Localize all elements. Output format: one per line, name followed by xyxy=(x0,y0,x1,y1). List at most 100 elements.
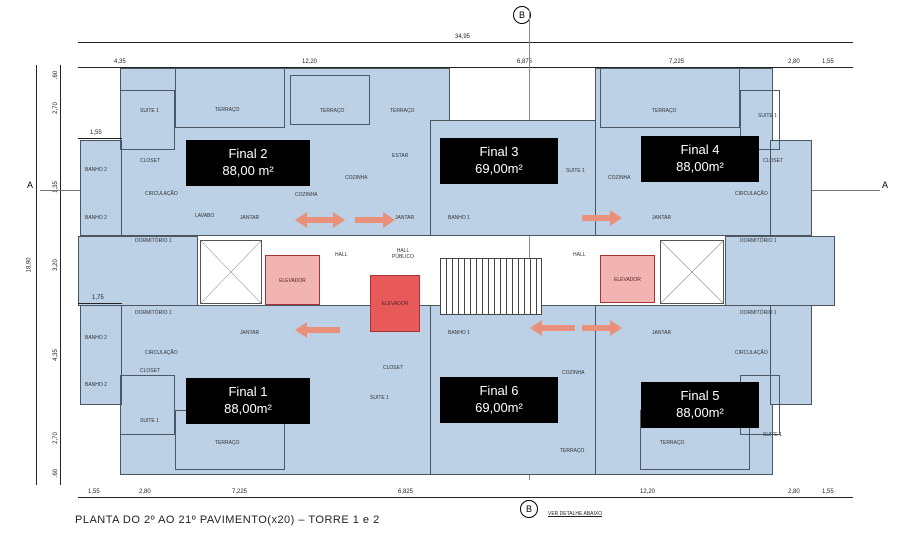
dim-left-6: .60 xyxy=(53,468,60,478)
section-marker-b-bottom: B xyxy=(520,500,538,518)
unit-name: Final 2 xyxy=(228,146,268,161)
label-suite: SUITE 1 xyxy=(370,395,389,401)
plan-caption: PLANTA DO 2º AO 21º PAVIMENTO(x20) – TOR… xyxy=(75,514,380,526)
arrow-right-icon xyxy=(355,212,395,228)
label-banho2: BANHO 2 xyxy=(85,215,107,221)
section-marker-a-left: A xyxy=(20,180,40,194)
label-cozinha: COZINHA xyxy=(345,175,368,181)
dim-top-4: 2,80 xyxy=(788,59,800,65)
dim-left-0: .60 xyxy=(53,70,60,80)
label-cozinha: COZINHA xyxy=(295,192,318,198)
label-cozinha: COZINHA xyxy=(608,175,631,181)
label-banho1: BANHO 1 xyxy=(448,215,470,221)
label-suite: SUITE 1 xyxy=(566,168,585,174)
label-jantar: JANTAR xyxy=(240,330,260,336)
label-hall: HALL xyxy=(335,252,348,258)
staircase xyxy=(440,258,542,315)
elevator-center: ELEVADOR xyxy=(370,275,420,332)
dim-left-wing-top: 1,55 xyxy=(90,130,102,136)
label-banho2: BANHO 2 xyxy=(85,382,107,388)
label-jantar: JANTAR xyxy=(240,215,260,221)
label-lavabo: LAVABO xyxy=(195,213,215,219)
section-a-label: A xyxy=(881,180,888,190)
dim-left-4: 4,35 xyxy=(52,349,59,361)
dimension-line-top xyxy=(78,67,853,68)
label-jantar: JANTAR xyxy=(652,330,672,336)
detail-note: VER DETALHE ABAIXO xyxy=(548,511,603,517)
dim-top-5: 1,55 xyxy=(822,59,834,65)
label-terraco: TERRAÇO xyxy=(215,440,240,446)
elevator-label: ELEVADOR xyxy=(279,277,306,284)
dim-bottom-1: 2,80 xyxy=(139,489,151,495)
room-terraco-2 xyxy=(175,68,285,128)
label-closet: CLOSET xyxy=(763,158,784,164)
wing-right-top xyxy=(770,140,812,236)
label-circulacao: CIRCULAÇÃO xyxy=(145,191,178,197)
room-terraco-4 xyxy=(600,68,740,128)
dimension-line-total xyxy=(78,42,853,43)
label-suite: SUITE 1 xyxy=(758,113,777,119)
label-circulacao: CIRCULAÇÃO xyxy=(735,350,768,356)
dimension-line-bottom xyxy=(78,497,853,498)
label-hall-publico: HALL PÚBLICO xyxy=(392,248,414,260)
elevator-left: ELEVADOR xyxy=(265,255,320,305)
dim-left-1: 2,70 xyxy=(52,102,59,114)
dim-top-total: 34,95 xyxy=(455,34,471,40)
label-dormitorio: DORMITÓRIO 1 xyxy=(740,310,777,316)
label-banho2: BANHO 2 xyxy=(85,335,107,341)
unit-name: Final 5 xyxy=(680,388,720,403)
unit-area: 88,00 m² xyxy=(222,163,274,178)
dormitory-right xyxy=(725,236,835,306)
label-jantar: JANTAR xyxy=(395,215,415,221)
room-suite-1 xyxy=(120,375,175,435)
label-suite: SUITE 1 xyxy=(140,108,159,114)
dim-top-1: 12,20 xyxy=(302,59,318,65)
dim-bottom-3: 6,825 xyxy=(398,489,414,495)
arrow-left-icon xyxy=(530,320,575,336)
section-a-label: A xyxy=(26,180,33,190)
dim-top-0: 4,35 xyxy=(114,59,126,65)
arrow-right-icon xyxy=(582,320,622,336)
label-cozinha: COZINHA xyxy=(562,370,585,376)
label-banho2: BANHO 2 xyxy=(85,167,107,173)
dim-left-total: 18,90 xyxy=(26,257,33,273)
room-suite-4 xyxy=(740,90,780,150)
label-terraco: TERRAÇO xyxy=(660,440,685,446)
section-b-label: B xyxy=(525,504,532,514)
double-arrow-icon xyxy=(295,212,345,228)
wing-right-bottom xyxy=(770,305,812,405)
dim-bottom-0: 1,55 xyxy=(88,489,100,495)
label-dormitorio: DORMITÓRIO 1 xyxy=(135,310,172,316)
unit-area: 69,00m² xyxy=(475,161,523,176)
label-dormitorio: DORMITÓRIO 1 xyxy=(740,238,777,244)
label-jantar: JANTAR xyxy=(652,215,672,221)
room-suite-2 xyxy=(120,90,175,150)
arrow-right-icon xyxy=(582,210,622,226)
elevator-label: ELEVADOR xyxy=(614,276,641,283)
unit-area: 88,00m² xyxy=(224,401,272,416)
label-terraco: TERRAÇO xyxy=(215,107,240,113)
dim-top-3: 7,225 xyxy=(669,59,685,65)
section-marker-a-right: A xyxy=(875,180,895,194)
unit-area: 88,00m² xyxy=(676,405,724,420)
section-marker-b-top: B xyxy=(513,6,531,24)
label-suite: SUITE 1 xyxy=(763,432,782,438)
unit-label-final-2: Final 2 88,00 m² xyxy=(186,140,310,186)
dimension-line-left-total xyxy=(36,65,37,485)
dim-left-wing-bottom: 1,75 xyxy=(92,295,104,301)
label-closet: CLOSET xyxy=(140,158,161,164)
label-closet: CLOSET xyxy=(383,365,404,371)
dim-left-2: 1,35 xyxy=(52,181,59,193)
label-terraco: TERRAÇO xyxy=(390,108,415,114)
wing-left-bottom xyxy=(80,305,122,405)
label-suite: SUITE 1 xyxy=(140,418,159,424)
unit-area: 88,00m² xyxy=(676,159,724,174)
unit-area: 69,00m² xyxy=(475,400,523,415)
label-banho1: BANHO 1 xyxy=(448,330,470,336)
dim-bottom-2: 7,225 xyxy=(232,489,248,495)
